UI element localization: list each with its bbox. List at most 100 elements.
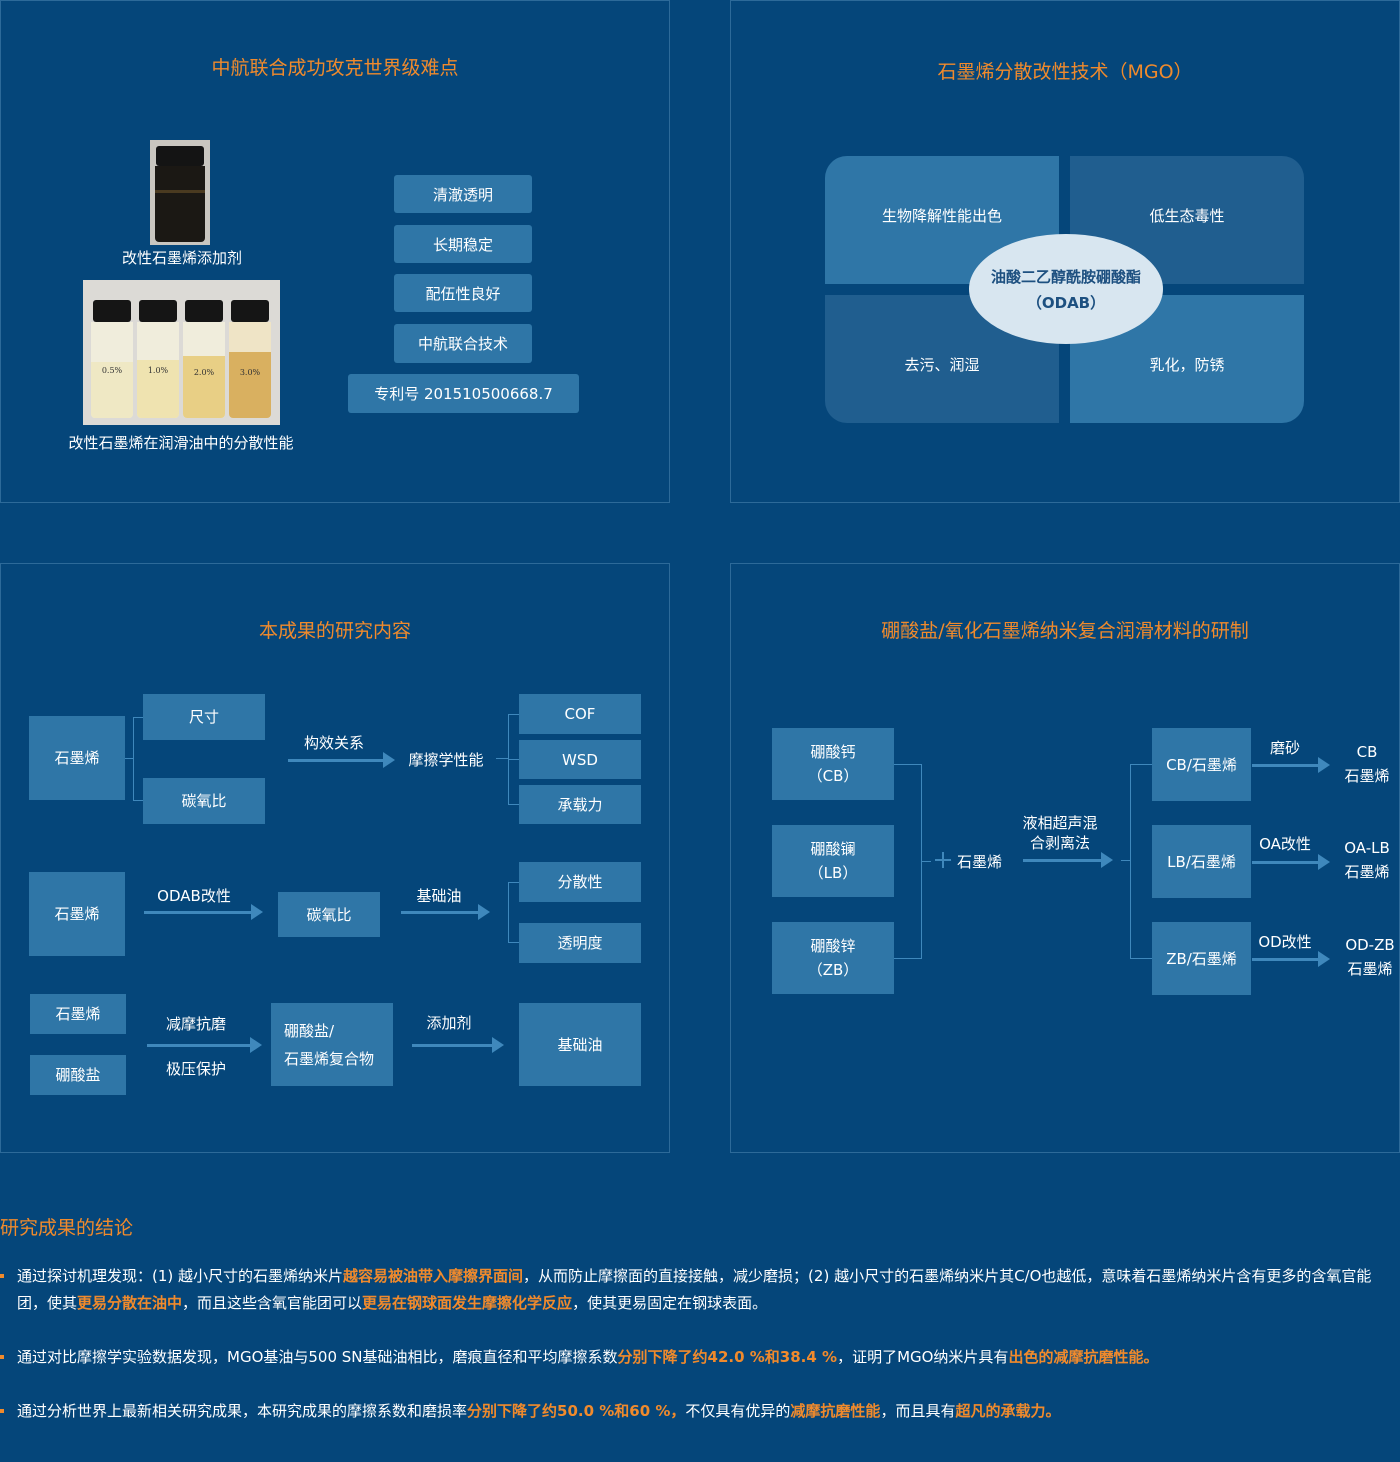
- composite-line2: 石墨烯复合物: [284, 1049, 375, 1068]
- box-graphene: 石墨烯: [29, 872, 125, 956]
- box-calcium-borate: 硼酸钙 （CB）: [772, 728, 894, 800]
- arrow: [288, 752, 395, 768]
- product-od-zb: OD-ZB 石墨烯: [1345, 936, 1395, 978]
- panel-title: 石墨烯分散改性技术（MGO）: [937, 61, 1193, 83]
- box-borate: 硼酸盐: [30, 1055, 126, 1095]
- tag-stable: 长期稳定: [394, 225, 532, 263]
- input-name: 硼酸钙: [810, 743, 856, 761]
- tag-clear: 清澈透明: [394, 175, 532, 213]
- arrow-label-additive: 添加剂: [426, 1014, 472, 1032]
- highlight-text: 更易在钢球面发生摩擦化学反应: [362, 1294, 573, 1312]
- box-co-ratio: 碳氧比: [143, 778, 265, 824]
- bullet-icon: [0, 1274, 4, 1278]
- connector: [1121, 860, 1131, 861]
- vial-label: 2.0%: [193, 368, 215, 377]
- conclusion-item: 通过分析世界上最新相关研究成果，本研究成果的摩擦系数和磨损率分别下降了约50.0…: [0, 1398, 1395, 1425]
- connector: [921, 861, 931, 862]
- connector: [508, 759, 519, 760]
- arrow-label-base-oil: 基础油: [416, 887, 462, 905]
- conclusion-item: 通过对比摩擦学实验数据发现，MGO基油与500 SN基础油相比，磨痕直径和平均摩…: [0, 1344, 1395, 1371]
- input-abbr: （ZB）: [807, 961, 859, 979]
- panel-title: 中航联合成功攻克世界级难点: [211, 57, 459, 79]
- box-transparency: 透明度: [519, 923, 641, 963]
- vial-label: 3.0%: [239, 368, 261, 377]
- arrow-label-antiwear: 减摩抗磨: [165, 1015, 226, 1033]
- center-ellipse: 油酸二乙醇酰胺硼酸酯 （ODAB）: [969, 234, 1163, 344]
- photo-caption-dispersion: 改性石墨烯在润滑油中的分散性能: [68, 434, 294, 452]
- highlight-text: 更易分散在油中: [77, 1294, 183, 1312]
- bullet-icon: [0, 1355, 4, 1359]
- body-text: ，证明了MGO纳米片具有: [837, 1348, 1009, 1366]
- conclusion-title: 研究成果的结论: [0, 1217, 134, 1239]
- box-dispersion: 分散性: [519, 862, 641, 902]
- body-text: 不仅具有优异的: [685, 1402, 791, 1420]
- label-graphene: 石墨烯: [957, 853, 1003, 871]
- connector: [496, 758, 508, 759]
- box-base-oil: 基础油: [519, 1003, 641, 1086]
- arrow-label-odab: ODAB改性: [157, 887, 231, 905]
- connector: [133, 717, 134, 801]
- highlight-text: 出色的减摩抗磨性能。: [1008, 1348, 1159, 1366]
- dispersion-photo: 0.5% 1.0% 2.0% 3.0%: [83, 280, 280, 425]
- body-text: ，而且这些含氧官能团可以: [182, 1294, 363, 1312]
- input-abbr: （CB）: [807, 767, 859, 785]
- body-text: 通过对比摩擦学实验数据发现，MGO基油与500 SN基础油相比，磨痕直径和平均摩…: [17, 1348, 618, 1366]
- arrow: [1252, 757, 1330, 773]
- connector: [508, 804, 519, 805]
- arrow: [1252, 951, 1330, 967]
- center-label: 油酸二乙醇酰胺硼酸酯: [990, 268, 1141, 286]
- arrow: [412, 1037, 504, 1053]
- conclusion-text: 通过分析世界上最新相关研究成果，本研究成果的摩擦系数和磨损率分别下降了约50.0…: [17, 1398, 1395, 1425]
- body-text: ，从而防止摩擦面的直接接触，减少磨损；(2) 越小尺寸的石墨烯纳米片其C/O也越…: [17, 1267, 1372, 1312]
- box-graphene: 石墨烯: [30, 994, 126, 1034]
- highlight-text: 超凡的承载力。: [955, 1402, 1061, 1420]
- box-zb-graphene: ZB/石墨烯: [1152, 922, 1251, 995]
- tag-technology: 中航联合技术: [394, 324, 532, 363]
- highlight-text: 分别下降了约42.0 %和38.4 %: [617, 1348, 838, 1366]
- connector: [125, 758, 133, 759]
- connector: [1130, 764, 1131, 959]
- highlight-text: 减摩抗磨性能: [790, 1402, 881, 1420]
- center-abbr: （ODAB）: [1026, 294, 1106, 312]
- arrow-label-extreme-pressure: 极压保护: [165, 1060, 226, 1078]
- plus-icon: [935, 852, 951, 868]
- panel-borate-composite: 硼酸盐/氧化石墨烯纳米复合润滑材料的研制 硼酸钙 （CB） 硼酸镧 （LB） 硼…: [730, 563, 1400, 1153]
- bullet-icon: [0, 1409, 4, 1413]
- product-cb: CB 石墨烯: [1344, 743, 1390, 785]
- connector: [1130, 958, 1152, 959]
- highlight-text: 分别下降了约50.0 %和60 %，: [467, 1402, 686, 1420]
- arrow: [1023, 852, 1113, 868]
- product-oa-lb: OA-LB 石墨烯: [1344, 839, 1390, 881]
- process-od: OD改性: [1258, 933, 1312, 951]
- box-lanthanum-borate: 硼酸镧 （LB）: [772, 825, 894, 897]
- tag-compatible: 配伍性良好: [394, 274, 532, 312]
- highlight-text: 越容易被油带入摩擦界面间: [343, 1267, 524, 1285]
- method-line1: 液相超声混: [1022, 814, 1098, 832]
- connector: [508, 714, 519, 715]
- box-cb-graphene: CB/石墨烯: [1152, 728, 1251, 801]
- body-text: 通过分析世界上最新相关研究成果，本研究成果的摩擦系数和磨损率: [17, 1402, 468, 1420]
- input-abbr: （LB）: [808, 864, 858, 882]
- connector: [133, 717, 143, 718]
- conclusion-text: 通过探讨机理发现：(1) 越小尺寸的石墨烯纳米片越容易被油带入摩擦界面间，从而防…: [17, 1263, 1395, 1317]
- arrow: [401, 904, 490, 920]
- panel-research: 本成果的研究内容 石墨烯 尺寸 碳氧比 构效关系 摩擦学性能 COF WSD 承…: [0, 563, 670, 1153]
- connector: [894, 958, 921, 959]
- quad-biodegradable: 生物降解性能出色: [825, 156, 1059, 284]
- panel-breakthrough: 中航联合成功攻克世界级难点 改性石墨烯添加剂 0.5% 1.0%: [0, 0, 670, 503]
- graphene-additive-photo: [150, 140, 210, 245]
- connector: [133, 800, 143, 801]
- input-name: 硼酸镧: [810, 840, 856, 858]
- body-text: 通过探讨机理发现：(1) 越小尺寸的石墨烯纳米片: [17, 1267, 344, 1285]
- box-load-capacity: 承载力: [519, 785, 641, 824]
- panel-title: 本成果的研究内容: [258, 620, 411, 642]
- conclusion-item: 通过探讨机理发现：(1) 越小尺寸的石墨烯纳米片越容易被油带入摩擦界面间，从而防…: [0, 1263, 1395, 1317]
- box-graphene: 石墨烯: [29, 716, 125, 800]
- connector: [508, 942, 519, 943]
- arrow: [1252, 854, 1330, 870]
- body-text: ，使其更易固定在钢球表面。: [572, 1294, 768, 1312]
- body-text: ，而且具有: [880, 1402, 956, 1420]
- panel-title: 硼酸盐/氧化石墨烯纳米复合润滑材料的研制: [881, 620, 1249, 642]
- panel-mgo: 石墨烯分散改性技术（MGO） 生物降解性能出色 低生态毒性 去污、润湿 乳化，防…: [730, 0, 1400, 503]
- quad-rust-prevention: 乳化，防锈: [1070, 295, 1304, 423]
